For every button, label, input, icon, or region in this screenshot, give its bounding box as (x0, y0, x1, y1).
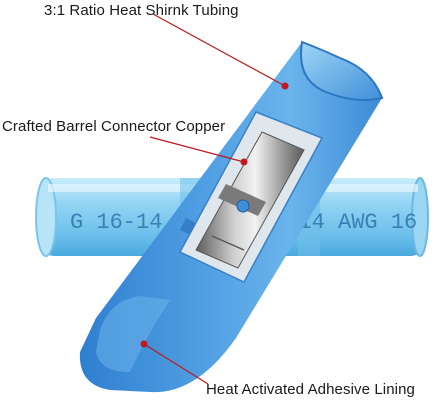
tube-marking-left: G 16-14 (70, 210, 162, 235)
callout-tubing-label: 3:1 Ratio Heat Shirnk Tubing (44, 2, 239, 19)
callout-adhesive-label: Heat Activated Adhesive Lining (206, 381, 415, 398)
callout-leaders (140, 13, 289, 385)
leader-line-tubing (152, 13, 286, 87)
leader-dot-barrel (240, 158, 248, 166)
barrel-connector (195, 131, 305, 269)
callout-barrel-label: Crafted Barrel Connector Copper (2, 118, 226, 135)
diagonal-shrink-tube (79, 40, 384, 393)
leader-dot-adhesive (140, 340, 148, 348)
leader-line-barrel (149, 136, 245, 163)
leader-line-adhesive (143, 343, 209, 385)
leader-dot-tubing (281, 82, 289, 90)
